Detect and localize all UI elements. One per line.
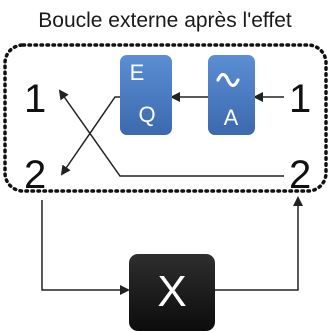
eq-block: E Q [120,55,172,135]
send-to-external-connector [41,200,130,295]
a-block-letter: A [224,105,239,130]
external-effect-block: X [129,254,215,331]
wave-icon [216,72,240,88]
left-port-2: 2 [24,153,46,197]
external-to-return-connector [215,196,303,291]
diagram-title: Boucle externe après l'effet [38,9,292,32]
return-to-output-connector [58,89,284,177]
eq-block-line2: Q [138,102,155,127]
a-block: A [208,55,255,135]
eq-to-send-connector [60,96,120,176]
effect-boundary [3,43,328,193]
external-block-letter: X [157,267,186,316]
right-port-2: 2 [289,153,311,197]
left-port-1: 1 [24,77,46,121]
eq-block-line1: E [130,60,145,85]
right-port-1: 1 [289,77,311,121]
